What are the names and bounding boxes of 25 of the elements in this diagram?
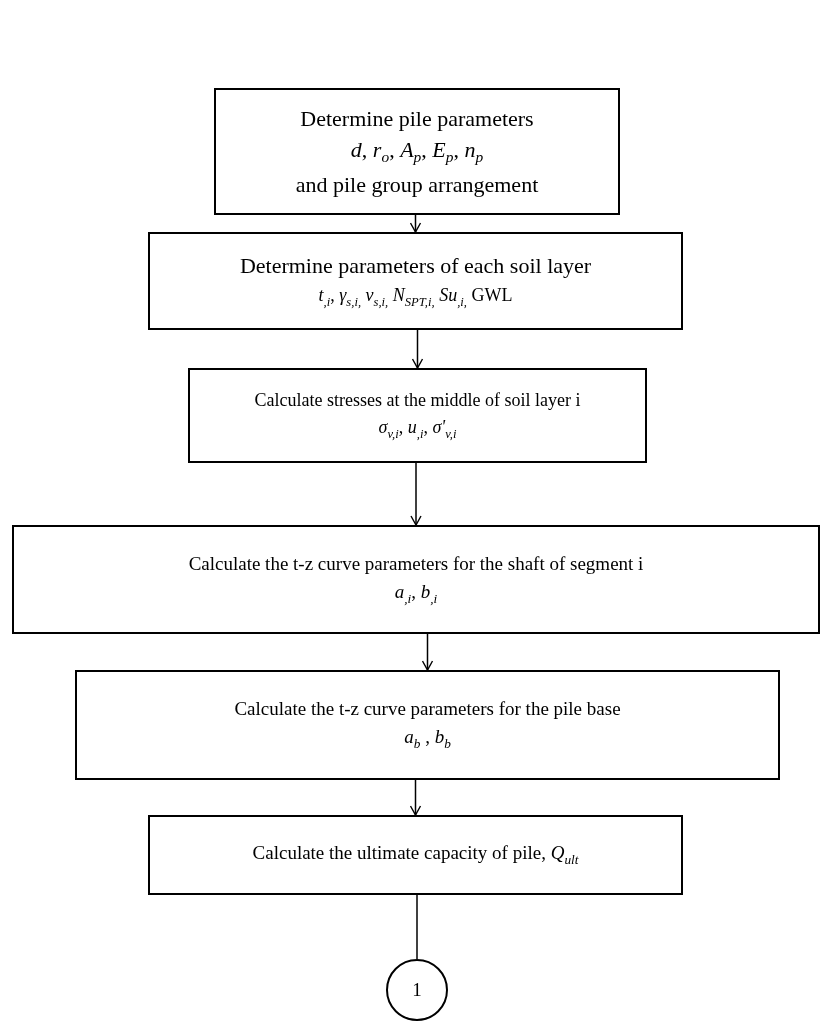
step-text: Calculate the t-z curve parameters for the shaft of segment i xyxy=(188,551,644,576)
step-text: Calculate stresses at the middle of soil layer i xyxy=(254,389,581,412)
process-box xyxy=(148,232,683,330)
step-text: Determine parameters of each soil layer xyxy=(239,252,592,280)
parameter-text: and pile group arrangement xyxy=(295,170,539,199)
step-text: Calculate the t-z curve parameters for the pile base xyxy=(234,697,621,722)
step-text: Determine pile parameters xyxy=(300,104,534,133)
arrow xyxy=(421,633,434,671)
parameter-text: t$_{,i}$, γ$_{s,i,}$ ν$_{s,i,}$ N$_{SPT,i,}$ Su$_{,i,}$ GWL xyxy=(318,283,513,310)
process-box xyxy=(214,88,620,215)
parameter-text: d, r$_{o}$, A$_{p}$, E$_{p}$, n$_{p}$ xyxy=(350,136,484,167)
process-box xyxy=(75,670,780,780)
arrow xyxy=(409,214,422,233)
connector-line xyxy=(416,894,418,960)
arrow xyxy=(411,329,424,369)
parameter-text: σ$_{v,i}$, u$_{,i}$, σ'$_{v,i}$ xyxy=(378,415,457,442)
process-box xyxy=(12,525,820,634)
arrow xyxy=(410,462,422,526)
parameter-text: a$_{b}$ , b$_{b}$ xyxy=(404,725,451,753)
parameter-text: a$_{,i}$, b$_{,i}$ xyxy=(394,579,438,608)
process-box xyxy=(188,368,647,463)
step-text: Calculate the ultimate capacity of pile, Q$_{ult}$ xyxy=(252,841,579,869)
process-box xyxy=(148,815,683,895)
step-text: 1 xyxy=(412,978,422,1002)
arrow xyxy=(409,779,422,816)
